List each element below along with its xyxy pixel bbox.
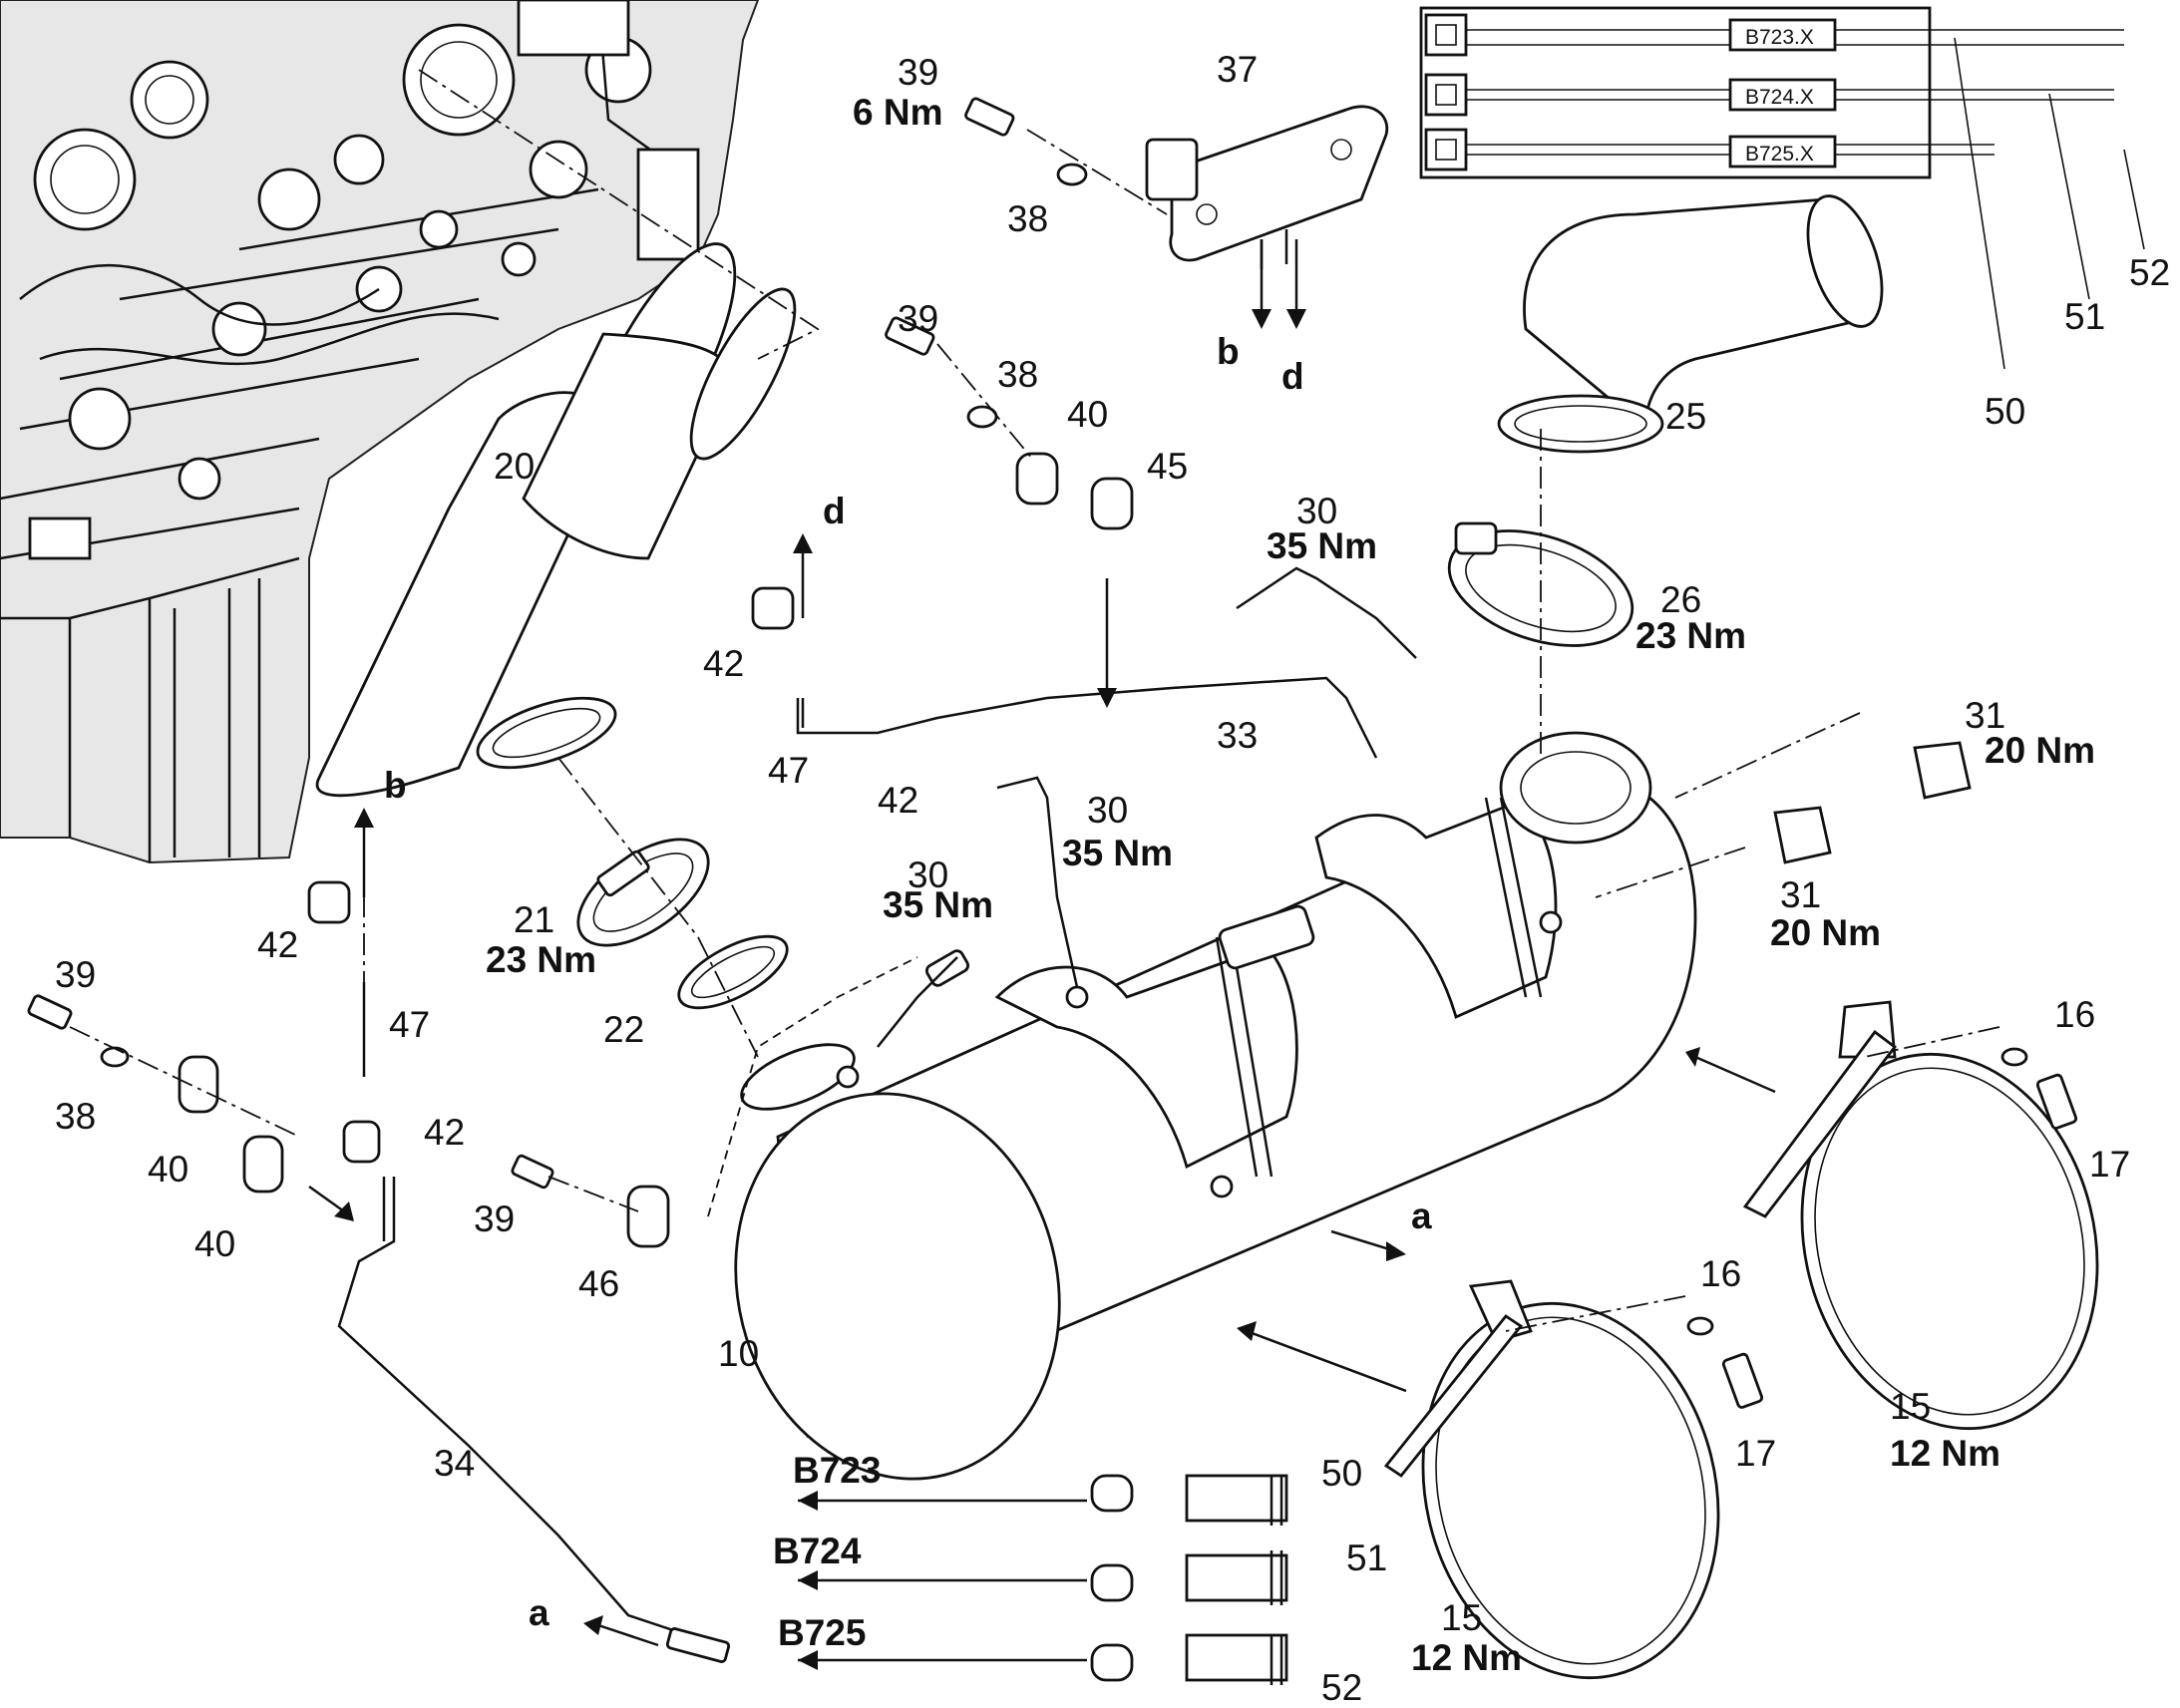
- label-42-left: 42: [257, 924, 298, 965]
- letter-a-bottom: a: [529, 1592, 549, 1633]
- cable-tag-labels: B723.X B724.X B725.X: [1745, 26, 1814, 166]
- label-46: 46: [578, 1263, 619, 1304]
- torque-15-upper: 12 Nm: [1890, 1433, 2000, 1474]
- part-20-inlet-pipe: [315, 242, 797, 798]
- label-30-middle: 30: [1087, 790, 1128, 831]
- label-31-right: 31: [1965, 695, 2005, 736]
- temperature-sensor-cables: [798, 1474, 1288, 1685]
- torque-30-middle: 35 Nm: [1062, 833, 1173, 873]
- label-22: 22: [603, 1009, 644, 1050]
- label-47-upper: 47: [768, 750, 809, 791]
- label-38-left: 38: [55, 1096, 96, 1137]
- label-16-upper: 16: [2054, 994, 2095, 1035]
- label-17-lower: 17: [1735, 1433, 1776, 1474]
- sensor-b723: B723: [793, 1450, 881, 1491]
- letter-b-left: b: [384, 765, 407, 806]
- part-15-mounting-strap-lower: [1383, 1279, 1720, 1680]
- label-10: 10: [718, 1333, 759, 1374]
- torque-30-upper: 35 Nm: [1267, 525, 1377, 566]
- connection-letter-labels: a a b b d d: [384, 331, 1432, 1633]
- part-37-pressure-sensor: [1145, 105, 1389, 269]
- label-20: 20: [494, 446, 535, 487]
- bolts-16-17: [1686, 1047, 2078, 1409]
- label-42-lower: 42: [424, 1112, 465, 1153]
- label-34: 34: [434, 1443, 475, 1484]
- label-38-middle: 38: [997, 354, 1038, 395]
- label-30-upper: 30: [1296, 491, 1337, 531]
- torque-31-right: 20 Nm: [1985, 730, 2095, 771]
- torque-21: 23 Nm: [486, 939, 596, 980]
- letter-a-right: a: [1411, 1196, 1432, 1236]
- label-39-top: 39: [898, 52, 938, 93]
- letter-d-middle: d: [823, 491, 846, 531]
- label-45: 45: [1147, 446, 1188, 487]
- label-26: 26: [1660, 579, 1701, 620]
- letter-d-top: d: [1281, 356, 1304, 397]
- sensor-b725: B725: [778, 1612, 866, 1653]
- label-21: 21: [514, 899, 554, 940]
- torque-15-lower: 12 Nm: [1411, 1637, 1522, 1678]
- torque-26: 23 Nm: [1635, 615, 1746, 656]
- sensor-labels: B723 B724 B725: [773, 1450, 881, 1653]
- part-21-clamp: [576, 838, 710, 947]
- torque-39: 6 Nm: [853, 92, 942, 133]
- label-50-bottom: 50: [1321, 1453, 1362, 1494]
- cable-tag-b723: B723.X: [1745, 26, 1814, 49]
- label-42-upper: 42: [703, 643, 744, 684]
- label-17-upper: 17: [2089, 1144, 2130, 1185]
- small-hardware: [27, 97, 1972, 1248]
- label-40-bottom: 40: [194, 1223, 235, 1264]
- label-39-left: 39: [55, 954, 96, 995]
- label-40-left: 40: [148, 1149, 188, 1190]
- part-10-dpf-canister: [734, 731, 1697, 1481]
- cable-tag-b724: B724.X: [1745, 86, 1814, 109]
- label-50-top: 50: [1985, 391, 2025, 432]
- assembly-lines: [69, 69, 2000, 1332]
- torque-30-lower: 35 Nm: [883, 884, 993, 925]
- label-51-top: 51: [2064, 296, 2105, 337]
- sensor-b724: B724: [773, 1531, 862, 1571]
- cable-tag-b725: B725.X: [1745, 143, 1814, 166]
- label-52-bottom: 52: [1321, 1667, 1362, 1708]
- label-42-middle: 42: [878, 780, 918, 821]
- part-25-outlet-elbow: [1497, 194, 1884, 454]
- label-39-middle: 39: [898, 298, 938, 339]
- torque-labels: 6 Nm 35 Nm 35 Nm 35 Nm 23 Nm 23 Nm 20 Nm…: [486, 92, 2095, 1678]
- engine-block: [0, 0, 760, 864]
- letter-b-top: b: [1217, 331, 1240, 372]
- part-number-labels: 10 15 15 16 16 17 17 20 21 22 25 26 30 3…: [55, 49, 2170, 1708]
- cable-tie-panel: [1419, 6, 2145, 370]
- pipes-30-33-34-47: [337, 566, 1417, 1663]
- label-33: 33: [1217, 715, 1258, 756]
- label-47-lower: 47: [389, 1004, 430, 1045]
- label-51-bottom: 51: [1346, 1537, 1387, 1578]
- label-30-lower: 30: [908, 854, 948, 895]
- label-52-top: 52: [2129, 252, 2170, 293]
- label-16-lower: 16: [1700, 1253, 1741, 1294]
- label-25: 25: [1665, 396, 1706, 437]
- label-15-lower: 15: [1441, 1597, 1482, 1638]
- label-15-upper: 15: [1890, 1386, 1931, 1427]
- label-37: 37: [1217, 49, 1258, 90]
- label-31-middle: 31: [1780, 874, 1821, 915]
- label-39-bottom: 39: [474, 1198, 515, 1239]
- direction-arrows: [308, 239, 1776, 1647]
- label-38-top: 38: [1007, 198, 1048, 239]
- part-22-gasket: [677, 934, 789, 1010]
- torque-31-middle: 20 Nm: [1770, 912, 1881, 953]
- label-40-top: 40: [1067, 394, 1108, 435]
- part-15-mounting-strap-upper: [1742, 1000, 2099, 1431]
